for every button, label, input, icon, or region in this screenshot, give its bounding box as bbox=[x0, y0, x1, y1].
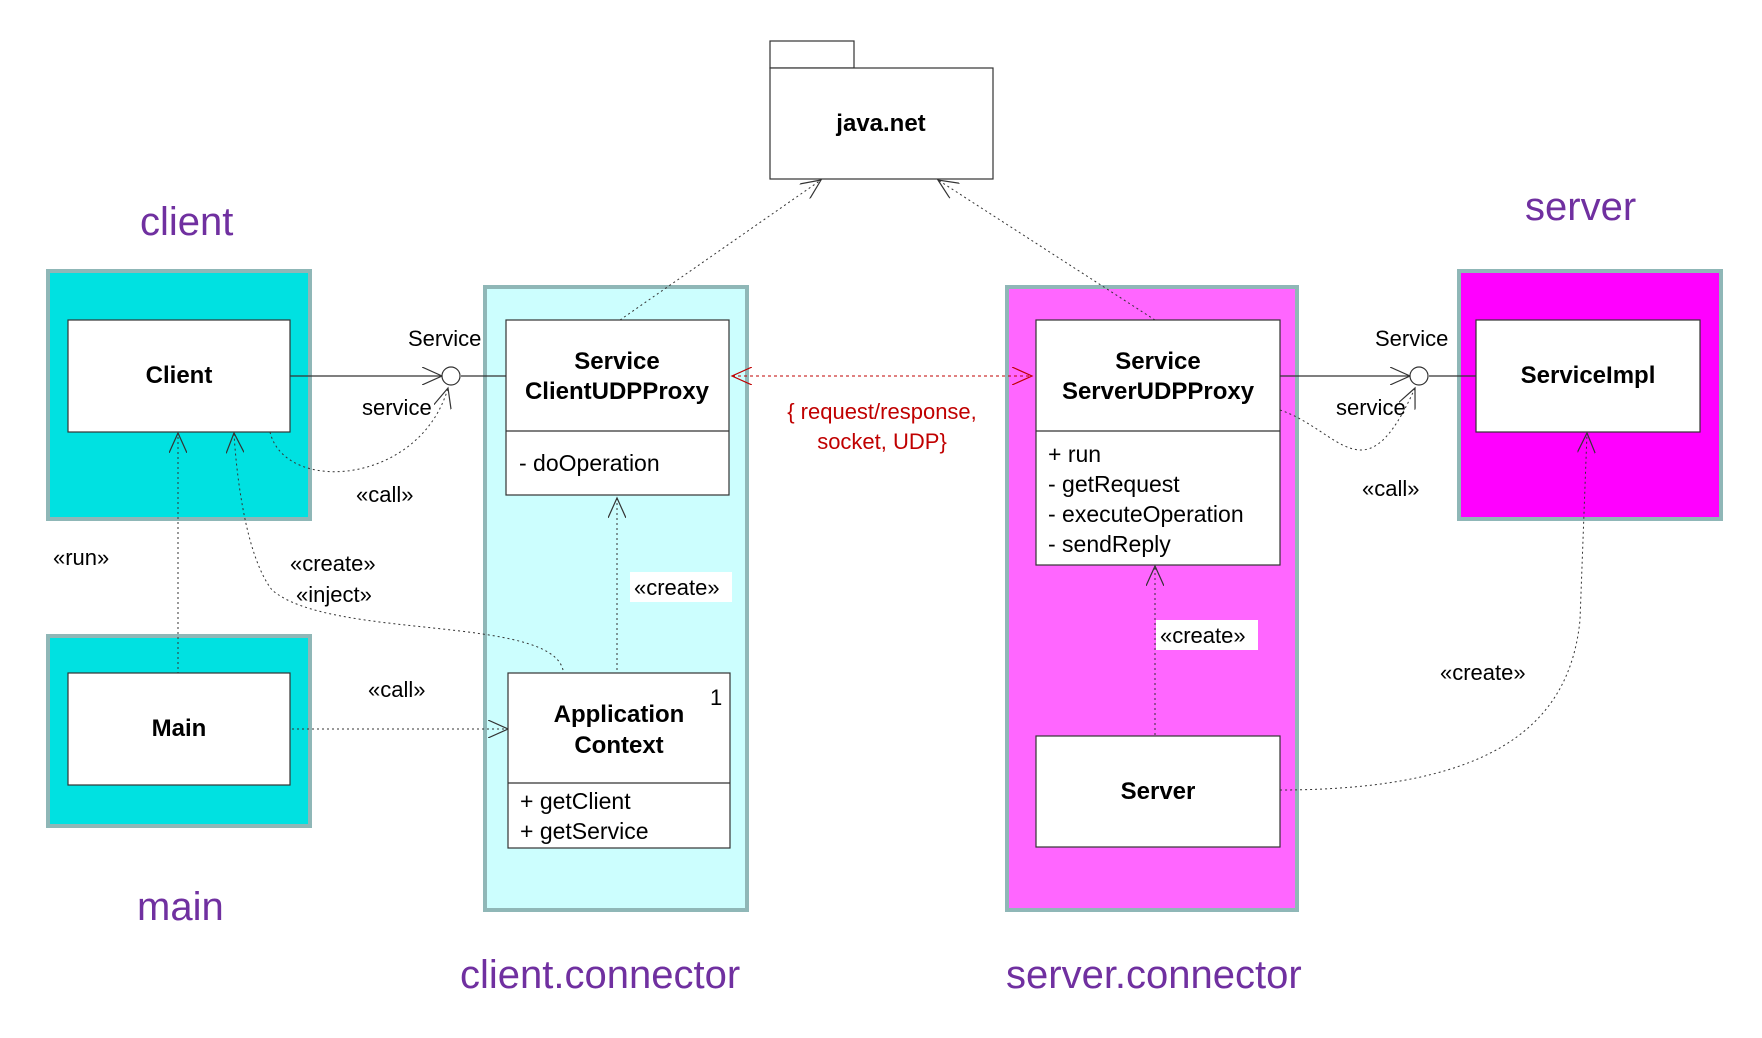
java-net-package-tab bbox=[769, 40, 855, 69]
service-server-udp-proxy-class bbox=[1035, 319, 1281, 566]
service-client-udp-proxy-class bbox=[505, 319, 730, 496]
client-call-label: «call» bbox=[356, 482, 413, 507]
application-context-member: + getService bbox=[520, 818, 649, 844]
application-context-name-line2: Context bbox=[574, 732, 663, 759]
protocol-label-line1: { request/response, bbox=[787, 399, 977, 424]
server-proxy-to-java-net-dependency bbox=[938, 180, 1156, 321]
server-proxy-create-label: «create» bbox=[1160, 623, 1246, 648]
service-interface-label-right: Service bbox=[1375, 326, 1448, 351]
main-package-label: main bbox=[137, 885, 224, 929]
service-role-label-right: service bbox=[1336, 395, 1406, 420]
client-proxy-create-label: «create» bbox=[634, 575, 720, 600]
service-interface-lollipop-left bbox=[441, 366, 461, 386]
java-net-package bbox=[769, 67, 994, 180]
client-proxy-member: - doOperation bbox=[519, 450, 660, 476]
main-class-name: Main bbox=[152, 715, 207, 742]
service-interface-lollipop-right bbox=[1409, 366, 1429, 386]
server-proxy-member: + run bbox=[1048, 441, 1101, 467]
client-class-name: Client bbox=[146, 362, 213, 389]
inject-label: «inject» bbox=[296, 582, 372, 607]
service-interface-label-left: Service bbox=[408, 326, 481, 351]
server-class-name: Server bbox=[1121, 778, 1196, 805]
server-create-service-impl-dependency bbox=[1279, 433, 1587, 791]
server-connector-package-label: server.connector bbox=[1006, 953, 1302, 997]
server-class bbox=[1035, 735, 1281, 848]
create-label-background bbox=[630, 572, 732, 602]
service-impl-class-name: ServiceImpl bbox=[1521, 362, 1656, 389]
application-context-class bbox=[507, 672, 731, 849]
client-class bbox=[67, 319, 291, 433]
run-label: «run» bbox=[53, 545, 109, 570]
service-impl-create-label: «create» bbox=[1440, 660, 1526, 685]
service-role-label-left: service bbox=[362, 395, 432, 420]
main-call-label: «call» bbox=[368, 677, 425, 702]
main-class bbox=[67, 672, 291, 786]
server-proxy-member: - getRequest bbox=[1048, 471, 1180, 497]
protocol-label-line2: socket, UDP} bbox=[817, 429, 947, 454]
server-proxy-name-line1: Service bbox=[1115, 348, 1200, 375]
client-package-label: client bbox=[140, 200, 233, 244]
java-net-label: java.net bbox=[835, 110, 925, 137]
client-proxy-to-java-net-dependency bbox=[619, 180, 821, 321]
client-proxy-name-line1: Service bbox=[574, 348, 659, 375]
server-package-label: server bbox=[1525, 185, 1636, 229]
service-impl-class bbox=[1475, 319, 1701, 433]
client-connector-package-label: client.connector bbox=[460, 953, 740, 997]
create-label-background bbox=[1156, 620, 1258, 650]
server-proxy-name-line2: ServerUDPProxy bbox=[1062, 378, 1255, 405]
application-context-multiplicity: 1 bbox=[710, 685, 722, 710]
server-proxy-member: - executeOperation bbox=[1048, 501, 1244, 527]
create-label: «create» bbox=[290, 551, 376, 576]
application-context-member: + getClient bbox=[520, 788, 631, 814]
server-proxy-call-dependency bbox=[1279, 388, 1415, 451]
client-proxy-name-line2: ClientUDPProxy bbox=[525, 378, 710, 405]
server-proxy-member: - sendReply bbox=[1048, 531, 1171, 557]
application-context-name-line1: Application bbox=[554, 701, 685, 728]
server-proxy-call-label: «call» bbox=[1362, 476, 1419, 501]
client-call-dependency bbox=[269, 388, 448, 473]
